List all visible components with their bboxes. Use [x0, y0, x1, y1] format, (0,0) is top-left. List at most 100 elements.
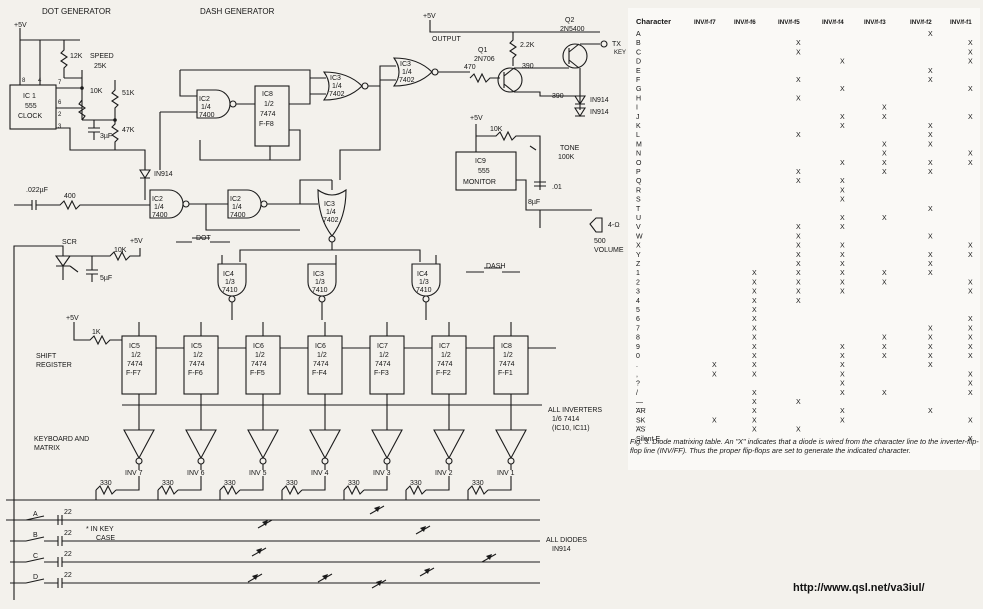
matrix-mark: X — [840, 289, 845, 296]
svg-text:IC7: IC7 — [377, 343, 388, 350]
matrix-mark: X — [796, 399, 801, 406]
inverter-1: INV 1 — [495, 405, 527, 477]
label-volume: VOLUME — [594, 247, 624, 254]
matrix-mark: X — [968, 86, 973, 93]
svg-text:7402: 7402 — [323, 217, 339, 224]
matrix-mark: X — [968, 316, 973, 323]
label-tx: TX — [612, 41, 621, 48]
character-label: / — [636, 390, 638, 397]
svg-text:INV 2: INV 2 — [435, 470, 453, 477]
matrix-mark: X — [968, 335, 973, 342]
svg-text:1/4: 1/4 — [326, 209, 336, 216]
svg-text:7400: 7400 — [230, 212, 246, 219]
matrix-mark: X — [840, 123, 845, 130]
title-dash-generator: DASH GENERATOR — [200, 7, 275, 16]
svg-text:F-F7: F-F7 — [126, 370, 141, 377]
matrix-mark: X — [928, 132, 933, 139]
svg-text:1/3: 1/3 — [225, 279, 235, 286]
svg-text:IC3: IC3 — [313, 271, 324, 278]
character-label: ? — [636, 381, 640, 388]
svg-text:IC 1: IC 1 — [23, 93, 36, 100]
matrix-mark: X — [840, 270, 845, 277]
matrix-mark: X — [796, 233, 801, 240]
matrix-mark: X — [840, 86, 845, 93]
svg-text:7474: 7474 — [260, 111, 276, 118]
character-label: T — [636, 206, 641, 213]
matrix-mark: X — [968, 371, 973, 378]
character-label: C — [636, 49, 641, 56]
svg-text:7410: 7410 — [222, 287, 238, 294]
svg-text:330: 330 — [224, 480, 236, 487]
label-10k: 10K — [90, 88, 103, 95]
svg-text:7474: 7474 — [499, 361, 515, 368]
matrix-mark: X — [968, 114, 973, 121]
svg-text:2N706: 2N706 — [474, 56, 495, 63]
character-label: V — [636, 224, 641, 231]
svg-text:INV 7: INV 7 — [125, 470, 143, 477]
matrix-mark: X — [882, 105, 887, 112]
matrix-mark: X — [752, 390, 757, 397]
svg-text:3: 3 — [58, 124, 62, 130]
matrix-mark: X — [796, 279, 801, 286]
svg-text:1/4: 1/4 — [402, 69, 412, 76]
ic8a-flipflop: IC8 1/2 7474 F-F8 — [254, 85, 290, 147]
label-47k: 47K — [122, 127, 135, 134]
matrix-mark: X — [968, 381, 973, 388]
matrix-mark: X — [752, 371, 757, 378]
character-label: X — [636, 243, 641, 250]
matrix-mark: X — [840, 178, 845, 185]
label-key: KEY — [614, 50, 626, 56]
figure-caption: Fig. 3. Diode matrixing table. An "X" in… — [630, 437, 979, 455]
label-2-2k: 2.2K — [520, 42, 535, 49]
svg-text:7474: 7474 — [313, 361, 329, 368]
table-header: INV/f-f2 — [910, 19, 932, 26]
label-plus5-ic1: +5V — [14, 22, 27, 29]
matrix-mark: X — [928, 68, 933, 75]
label-ic10-ic11: (IC10, IC11) — [552, 425, 590, 432]
svg-text:INV 4: INV 4 — [311, 470, 329, 477]
svg-text:1/3: 1/3 — [419, 279, 429, 286]
matrix-mark: X — [712, 362, 717, 369]
matrix-mark: X — [968, 344, 973, 351]
label-plus5-monitor: +5V — [470, 115, 483, 122]
character-label: 5 — [636, 307, 640, 314]
matrix-mark: X — [882, 151, 887, 158]
table-header: INV/f-f4 — [822, 19, 844, 26]
matrix-mark: X — [928, 77, 933, 84]
svg-text:B: B — [33, 532, 38, 539]
label-plus5-shift: +5V — [66, 315, 79, 322]
resistor-330-5: 330 — [219, 476, 264, 500]
character-label: S — [636, 197, 641, 204]
label-all-inverters: ALL INVERTERS — [548, 407, 602, 414]
matrix-mark: X — [968, 417, 973, 424]
svg-text:1/2: 1/2 — [317, 352, 327, 359]
svg-text:1/2: 1/2 — [379, 352, 389, 359]
label-case: CASE — [96, 535, 115, 542]
matrix-mark: X — [928, 270, 933, 277]
matrix-mark: X — [752, 417, 757, 424]
matrix-mark: X — [928, 160, 933, 167]
resistor-330-2: 330 — [405, 476, 450, 500]
label-470: 470 — [464, 64, 476, 71]
label-dash-key: DASH — [486, 263, 505, 270]
table-header: INV/f-f3 — [864, 19, 886, 26]
inverter-7: INV 7 — [123, 405, 155, 477]
title-dot-generator: DOT GENERATOR — [42, 7, 111, 16]
svg-text:INV 3: INV 3 — [373, 470, 391, 477]
ic4a-nand3: IC4 1/3 7410 — [217, 263, 247, 303]
